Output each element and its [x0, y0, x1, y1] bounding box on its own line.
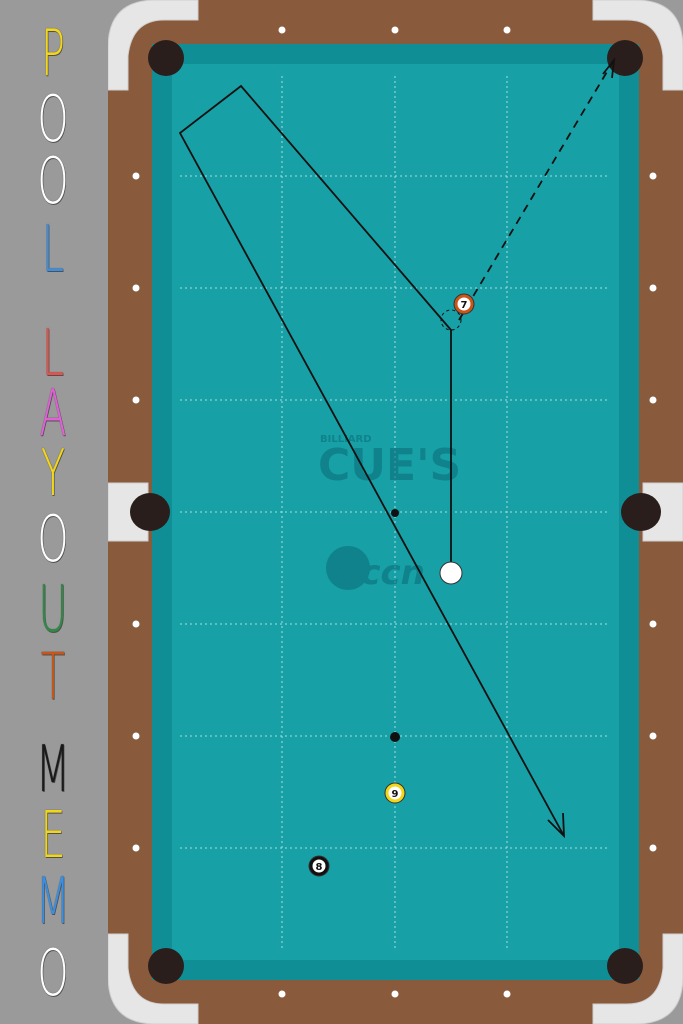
title-letter-12: E — [40, 799, 66, 873]
title-letter-5: L — [41, 317, 65, 391]
diamond-marker — [649, 620, 657, 628]
object-ball-path — [458, 59, 615, 321]
title-letter-6: A — [39, 377, 67, 451]
ball-8[interactable]: 8 — [308, 855, 330, 877]
diamond-marker — [391, 26, 399, 34]
title-letter-9: U — [38, 573, 68, 647]
ball-8-label: 8 — [316, 862, 323, 873]
title-letter-1: P — [41, 17, 65, 91]
diamond-marker — [649, 396, 657, 404]
title-letter-7: Y — [40, 437, 66, 511]
diamond-marker — [132, 844, 140, 852]
cue-path-arrowhead — [547, 812, 565, 839]
ball-9[interactable]: 9 — [384, 782, 406, 804]
logo-main-text: CUE'S — [318, 440, 461, 491]
diamond-marker — [649, 844, 657, 852]
pocket-side-left — [130, 493, 170, 531]
title-letter-14: O — [37, 937, 69, 1011]
title-letter-8: O — [37, 503, 69, 577]
object-ball-arrowhead — [602, 56, 616, 79]
logo-sub-text: dccn — [336, 553, 425, 593]
title-letter-3: O — [37, 145, 69, 219]
diamond-marker — [649, 284, 657, 292]
logo-small-text: BILLIARD — [320, 434, 372, 445]
ball-7[interactable]: 7 — [453, 293, 475, 315]
cue-ball[interactable] — [439, 561, 463, 585]
diamond-marker — [503, 990, 511, 998]
diamond-marker — [649, 732, 657, 740]
pocket-bottom-left — [148, 948, 184, 984]
diamond-marker — [278, 990, 286, 998]
pocket-side-right — [621, 493, 661, 531]
diamond-marker — [391, 990, 399, 998]
shot-lines — [178, 56, 616, 839]
ball-7-label: 7 — [461, 300, 468, 311]
diamond-marker — [132, 620, 140, 628]
diamond-marker — [132, 732, 140, 740]
pocket-top-left — [148, 40, 184, 76]
pockets — [130, 40, 661, 984]
title-letter-11: M — [35, 733, 71, 807]
diamond-markers — [132, 26, 657, 998]
diamond-marker — [132, 172, 140, 180]
pool-table[interactable]: BILLIARD CUE'S dccn 7 9 — [108, 0, 683, 1024]
corner-plates — [108, 0, 683, 1024]
diamond-marker — [649, 172, 657, 180]
diamond-marker — [132, 284, 140, 292]
ball-9-label: 9 — [392, 789, 399, 800]
diamond-marker — [503, 26, 511, 34]
pocket-top-right — [607, 40, 643, 76]
foot-spot — [390, 732, 400, 742]
diamond-marker — [132, 396, 140, 404]
pocket-bottom-right — [607, 948, 643, 984]
title-letter-10: T — [40, 641, 66, 715]
cues-logo: BILLIARD CUE'S dccn — [318, 434, 461, 593]
cue-path-line — [178, 84, 565, 837]
title-letter-2: O — [37, 83, 69, 157]
title-letter-13: M — [35, 865, 71, 939]
title-letter-4: L — [41, 213, 65, 287]
ghost-ball — [440, 309, 462, 331]
center-spot — [391, 509, 399, 517]
diamond-marker — [278, 26, 286, 34]
